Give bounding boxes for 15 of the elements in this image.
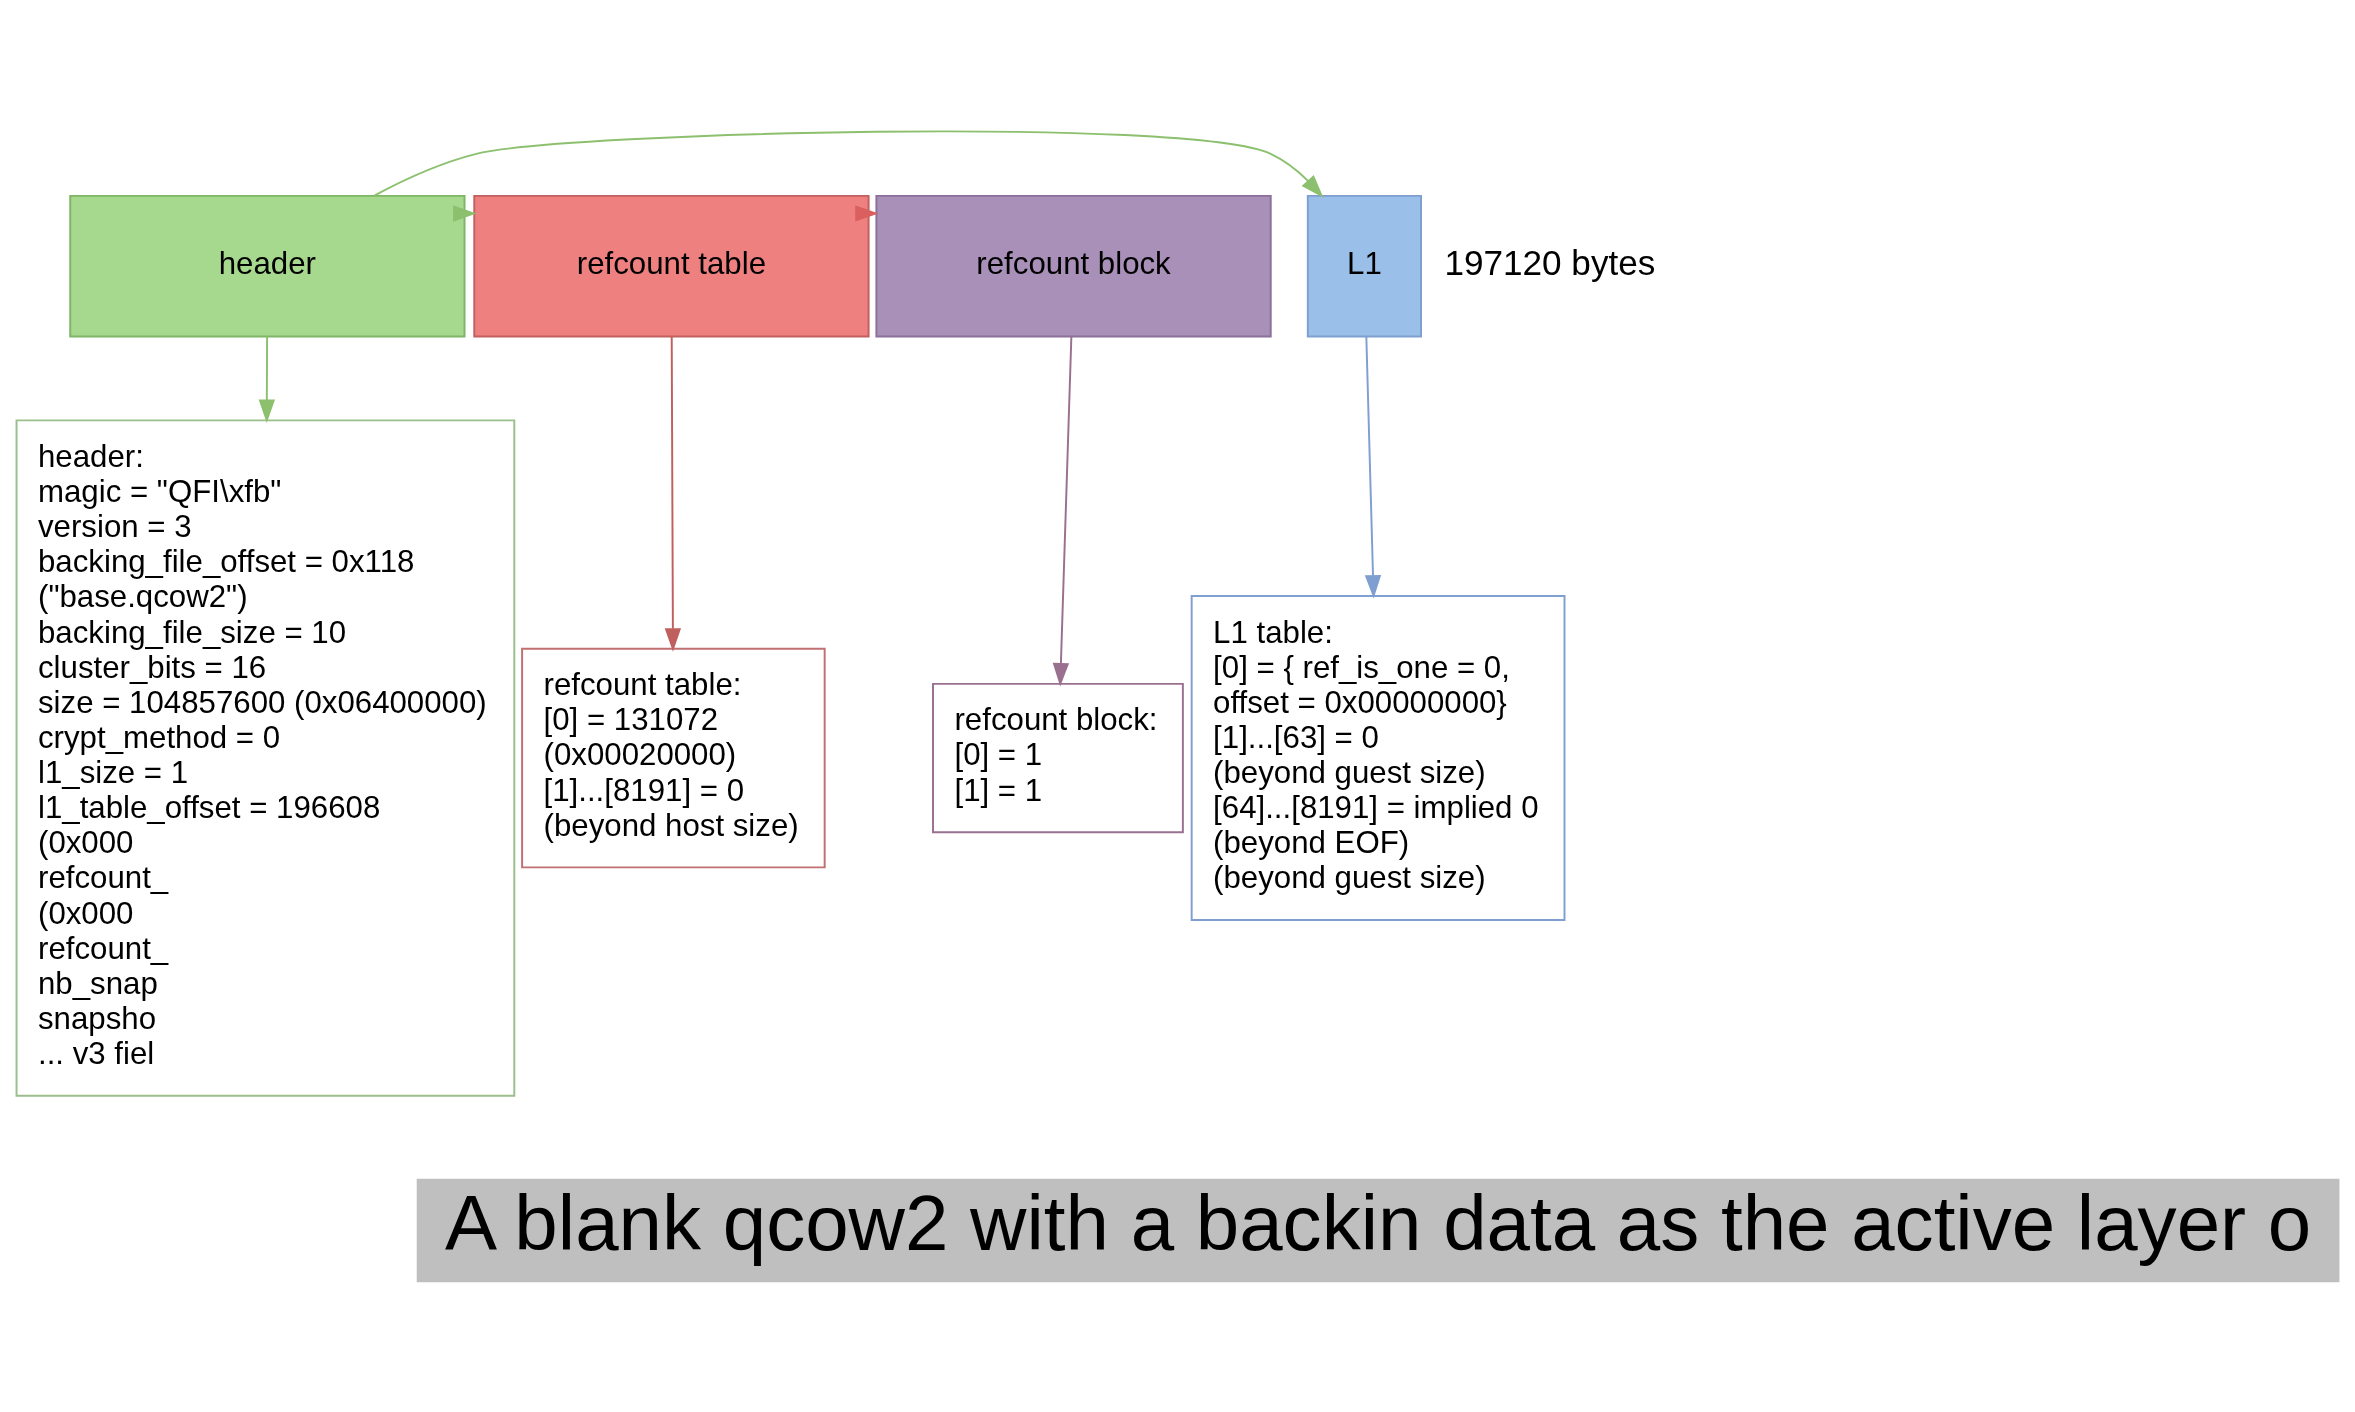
arrow [453, 205, 477, 222]
arrow [1364, 335, 1382, 599]
node-box: refcount table: [0] = 131072 (0x00020000) [1]...[8191] = 0 (beyond host size) [521, 647, 826, 869]
arrow [373, 130, 1324, 198]
arrow [664, 335, 682, 652]
label: 197120 bytes [1444, 242, 1656, 282]
label: A blank qcow2 with a backin data as the active layer o [444, 1178, 2312, 1267]
node-box: refcount block: [0] = 1 [1] = 1 [932, 682, 1184, 834]
arrow [1052, 335, 1073, 687]
node-box: refcount block [875, 194, 1272, 338]
node-box: header: magic = "QFI\xfb" version = 3 backing_file_offset = 0x118 ("base.qcow2") backing_file_size = 10 cluster_bits = 16 size = 104857600 (0x06400000) crypt_method = 0 l1_size = 1 l1_table_offset = 196608 (0x000 refcount_ (0x000 refcount_ nb_snap snapsho ... v3 fiel [15, 419, 516, 1097]
node-box: L1 table: [0] = { ref_is_one = 0, offset = 0x00000000} [1]...[63] = 0 (beyond guest size) [64]...[8191] = implied 0 (beyond EOF) (beyond guest size) [1190, 595, 1566, 922]
arrow [258, 335, 276, 423]
node-box: L1 [1306, 194, 1422, 338]
arrow [855, 205, 879, 222]
